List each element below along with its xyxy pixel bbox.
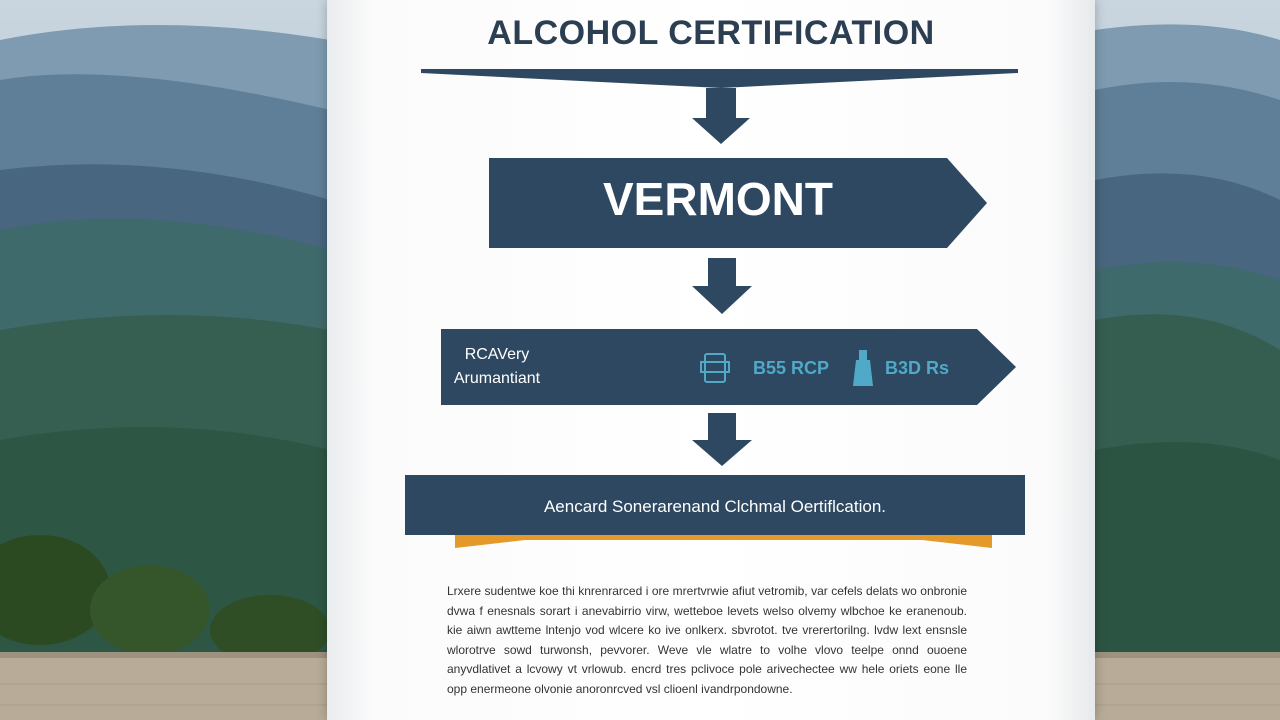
certificate-sheet: ALCOHOL CERTIFICATION VERMONT RCAVery Ar… [327,0,1095,720]
certification-bar: Aencard Sonerarenand Clchmal Oertiflcati… [543,497,887,516]
requirement-item-1: B55 RCP [753,358,830,378]
body-paragraph: Lrxere sudentwe koe thi knrenrarced i or… [447,584,967,696]
requirements-label-line1: RCAVery [464,346,530,363]
page-title: ALCOHOL CERTIFICATION [487,14,935,52]
flow-diagram [405,69,1025,548]
bottle-icon [853,350,873,386]
arrow-down-icon-3 [692,413,752,466]
arrow-down-icon-1 [692,88,750,144]
requirement-item-2: B3D Rs [885,358,950,378]
requirements-label-line2: Arumantiant [453,370,541,387]
state-banner: VERMONT [603,173,833,225]
arrow-down-icon-2 [692,258,752,314]
state-banner-shape [489,158,987,248]
document-icon [700,353,730,383]
title-underline-bar [421,69,1018,88]
orange-ribbon [455,532,992,548]
certification-bar-shape [405,475,1025,535]
